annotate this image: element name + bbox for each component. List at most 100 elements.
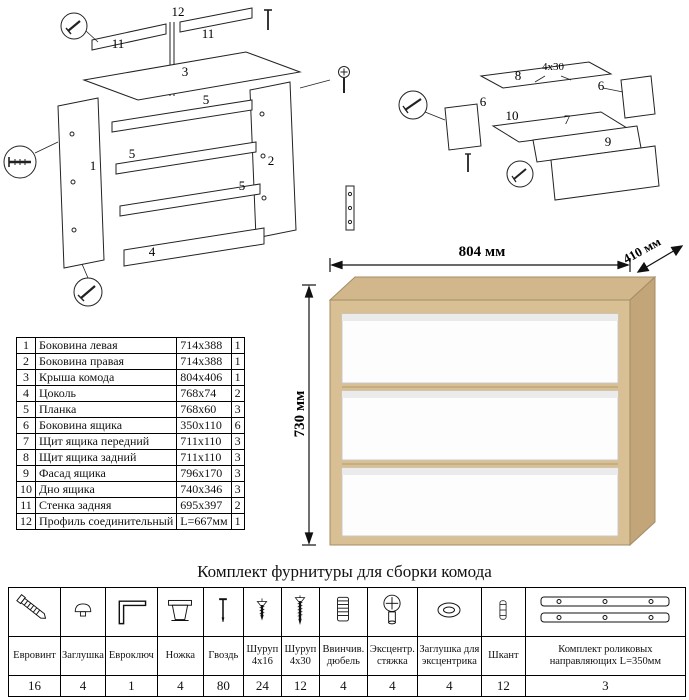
depth-dimension-label: 410 мм	[620, 240, 663, 266]
hardware-name: Эксцентр. стяжка	[366, 636, 418, 676]
rail-shape	[115, 141, 257, 175]
hardware-qty: 4	[60, 675, 106, 697]
dresser-top-face	[328, 276, 657, 301]
part-num: 12	[16, 513, 36, 530]
hardware-qty: 12	[280, 675, 320, 697]
part-num: 4	[16, 385, 36, 402]
height-dimension-label: 730 мм	[292, 391, 308, 438]
fastener-glyphs	[8, 9, 355, 302]
part-name: Щит ящика задний	[34, 449, 178, 466]
screw-size-note: 4х30	[542, 61, 565, 73]
hardware-name: Ввинчив. дюбель	[318, 636, 368, 676]
hardware-qty: 4	[318, 675, 368, 697]
part-size: 796х170	[176, 465, 232, 482]
part-num: 9	[16, 465, 36, 482]
hardware-name: Ножка	[156, 636, 204, 676]
part-qty: 3	[230, 465, 245, 482]
part-qty: 1	[230, 353, 245, 370]
part-num: 6	[16, 417, 36, 434]
hardware-qty: 80	[202, 675, 244, 697]
hardware-qty: 4	[366, 675, 418, 697]
hardware-name: Заглушка	[60, 636, 106, 676]
nail-icon	[219, 597, 228, 622]
part-qty: 6	[230, 417, 245, 434]
shkant-icon	[499, 599, 507, 620]
hardware-qty: 16	[8, 675, 61, 697]
part-label: 6	[598, 78, 605, 93]
screw-dowel-icon	[337, 596, 350, 621]
part-name: Цоколь	[34, 385, 178, 402]
part-size: 804х406	[176, 369, 232, 386]
part-label: 12	[172, 4, 185, 19]
eccentric-cam-icon	[383, 594, 401, 624]
left-side-shape	[57, 97, 105, 269]
roller-guides-icon	[540, 596, 670, 622]
part-name: Крыша комода	[34, 369, 178, 386]
hardware-names-row: Евровинт Заглушка Евроключ Ножка Гвоздь …	[8, 636, 686, 676]
part-size: 711х110	[176, 449, 232, 466]
part-name: Щит ящика передний	[34, 433, 178, 450]
hardware-qty: 4	[416, 675, 482, 697]
part-name: Фасад ящика	[34, 465, 178, 482]
part-size: 695х397	[176, 497, 232, 514]
hardware-qty: 24	[242, 675, 282, 697]
frame-exploded-diagram: 12 11 11 3 5 5 5 1 2 4	[3, 4, 355, 307]
frame-part-labels: 12 11 11 3 5 5 5 1 2 4	[90, 4, 275, 259]
drawer-back-shape	[479, 61, 613, 89]
part-name: Боковина ящика	[34, 417, 178, 434]
hardware-name: Шуруп 4х16	[242, 636, 282, 676]
rail-shape	[119, 183, 261, 217]
drawer-side-right-shape	[620, 75, 656, 119]
part-num: 8	[16, 449, 36, 466]
part-num: 10	[16, 481, 36, 498]
hardware-name: Шуруп 4х30	[280, 636, 320, 676]
part-num: 1	[16, 337, 36, 354]
part-qty: 3	[230, 401, 245, 418]
part-qty: 1	[230, 369, 245, 386]
hardware-name: Заглушка для эксцентрика	[416, 636, 482, 676]
hardware-qty: 3	[524, 675, 686, 697]
part-num: 2	[16, 353, 36, 370]
part-label: 5	[129, 146, 136, 161]
width-dimension-label: 804 мм	[459, 244, 506, 260]
dresser-drawers	[341, 313, 619, 537]
part-num: 5	[16, 401, 36, 418]
part-qty: 1	[230, 337, 245, 354]
hardware-qty-row: 16 4 1 4 80 24 12 4 4 4 12 3	[8, 675, 686, 697]
part-qty: 2	[230, 497, 245, 514]
dresser-side-face	[629, 275, 656, 547]
part-size: 711х110	[176, 433, 232, 450]
dresser-render: 804 мм 410 мм 730 мм	[292, 240, 684, 547]
plinth-shape	[123, 227, 265, 267]
drawer-exploded-diagram: 8 4х30 6 6 10 7 9	[398, 61, 660, 201]
part-size: 350х110	[176, 417, 232, 434]
eurovint-icon	[15, 593, 46, 619]
part-size: 768х74	[176, 385, 232, 402]
hardware-name: Комплект роликовых направляющих L=350мм	[524, 636, 686, 676]
eurokey-icon	[118, 599, 147, 624]
drawer-fastener-callouts	[398, 90, 534, 188]
part-num: 11	[16, 497, 36, 514]
hardware-qty: 12	[480, 675, 526, 697]
part-label: 4	[149, 244, 156, 259]
part-size: 740х346	[176, 481, 232, 498]
part-qty: 3	[230, 433, 245, 450]
part-size: 768х60	[176, 401, 232, 418]
part-label: 8	[515, 68, 522, 83]
drawer-side-left-shape	[444, 103, 482, 151]
dimension-arrows	[302, 245, 684, 546]
part-qty: 3	[230, 481, 245, 498]
part-label: 3	[182, 64, 189, 79]
hardware-name: Гвоздь	[202, 636, 244, 676]
drawer-part-labels: 8 4х30 6 6 10 7 9	[480, 61, 612, 149]
part-name: Дно ящика	[34, 481, 178, 498]
back-panel-left-shape	[91, 23, 167, 51]
